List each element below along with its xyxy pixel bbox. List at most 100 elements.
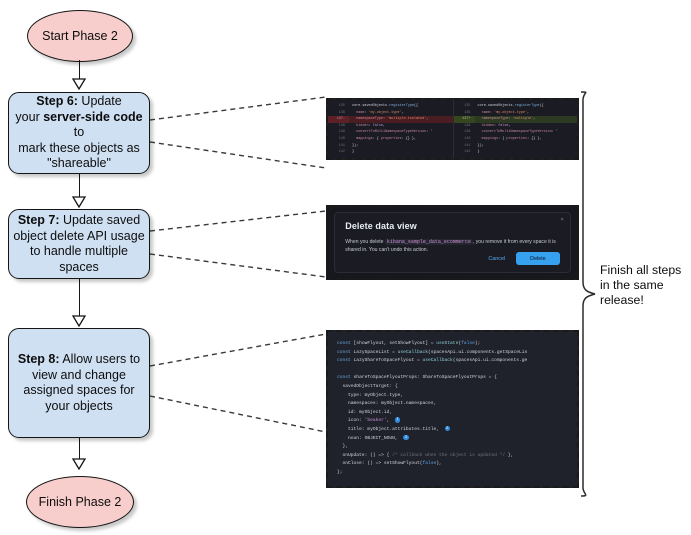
diff-line-code: convertToMultiNamespaceTypeVersion: ' (481, 130, 558, 135)
modal-actions: Cancel Delete (485, 252, 560, 266)
step-6-line4: "shareable" (47, 156, 111, 171)
diff-line-number: 138 (338, 123, 345, 128)
code-line: const LazySpaceList = useCallback(spaces… (337, 349, 528, 355)
step-8-line1: Allow users to (59, 352, 141, 366)
side-note: Finish all steps in the same release! (600, 263, 690, 308)
step-8-prefix: Step 8: (17, 352, 60, 366)
side-note-line1: Finish all steps (600, 263, 682, 277)
arrowhead-finish (72, 458, 86, 470)
arrowhead-step7 (72, 196, 86, 208)
step-7-text: Step 7: Update saved object delete API u… (13, 213, 145, 275)
diff-line-code: } (352, 150, 355, 155)
diff-line: 137+ namespaceType: 'multiple', (453, 116, 577, 123)
diff-line-code: hidden: false, (356, 123, 386, 128)
code-line: onUpdate: () => { /* callback when the o… (337, 452, 514, 458)
step-6-line1: Update (77, 94, 122, 109)
connector-step6-to-step7 (78, 174, 80, 204)
finish-terminator-label: Finish Phase 2 (38, 495, 122, 509)
step-8-line3: assigned spaces for (23, 383, 135, 397)
diff-line-number: 135 (464, 104, 471, 108)
diff-pane-right: 135 core.savedObjects.registerType({ 136 n… (452, 100, 578, 158)
code-line: }; (337, 469, 343, 475)
diff-line: 142} (328, 149, 453, 156)
code-line: const LazyShareToSpaceFlyout = useCallba… (337, 358, 528, 364)
diff-line-number: 137- (328, 116, 349, 123)
diff-line: 138 hidden: false, (454, 123, 578, 130)
diff-line-number: 141 (338, 143, 345, 148)
diff-line-number: 140 (464, 136, 471, 141)
side-note-line3: release! (600, 293, 644, 307)
step-6-box[interactable]: Step 6: Update your server-side code to … (8, 92, 150, 174)
step-7-line2: object delete API usage (13, 228, 145, 243)
arrowhead-step8 (72, 315, 86, 327)
code-line: const [showFlyout, setShowFlyout] = useS… (337, 341, 481, 346)
diff-line-number: 139 (338, 130, 345, 135)
diff-line-code: core.savedObjects.registerType({ (352, 104, 419, 108)
diff-line: 139 convertToMultiNamespaceTypeVersion: … (328, 129, 453, 136)
cancel-button[interactable]: Cancel (485, 254, 508, 264)
callout-lines-step7 (149, 210, 327, 278)
diff-line-number: 136 (464, 110, 471, 115)
step-7-line1: Update saved (59, 213, 141, 227)
step-8-box[interactable]: Step 8: Allow users to view and change a… (8, 328, 150, 438)
diff-line-code: namespaceType: 'multiple', (481, 117, 536, 122)
step-6-line3: mark these objects as (18, 140, 140, 155)
diff-line-code: core.savedObjects.registerType({ (477, 104, 544, 108)
diff-line-code: }); (477, 143, 484, 148)
code-line: namespaces: myObject.namespaces, (337, 401, 437, 407)
diff-line-code: namespaceType: 'multiple-isolated', (356, 117, 429, 122)
code-line: onClose: () => setShowFlyout(false), (337, 461, 442, 467)
delete-data-view-modal: × Delete data view When you delete kiban… (334, 211, 571, 274)
step-7-line3: to handle multiple spaces (30, 244, 128, 274)
step-7-prefix: Step 7: (17, 213, 60, 227)
connector-step8-to-finish (78, 438, 80, 466)
modal-body-code: kibana_sample_data_ecommerce (384, 238, 473, 245)
diff-line-number: 139 (464, 130, 471, 135)
diff-line-code: name: 'my-object-type', (481, 110, 530, 115)
screenshot-share-to-space-code[interactable]: const [showFlyout, setShowFlyout] = useS… (326, 330, 579, 488)
step-6-line2a: your (15, 109, 44, 124)
callout-lines-step8 (149, 333, 327, 433)
diff-line: 135 core.savedObjects.registerType({ (454, 103, 578, 110)
code-line: }, (337, 444, 349, 450)
screenshot-delete-data-view[interactable]: × Delete data view When you delete kiban… (326, 205, 579, 280)
code-line: savedObjectTarget: { (337, 383, 398, 389)
delete-button[interactable]: Delete (516, 252, 560, 266)
diff-line-code: name: 'my-object-type', (356, 110, 404, 115)
close-icon[interactable]: × (560, 216, 564, 223)
step-8-line2: view and change (32, 367, 126, 382)
side-note-line2: in the same (600, 278, 664, 292)
step-6-line2c: to (73, 125, 85, 140)
diff-pane-left: 135 core.savedObjects.registerType({ 136 n… (328, 100, 453, 158)
diff-line-number: 135 (338, 104, 345, 108)
diff-line-number: 142 (338, 150, 345, 155)
callout-badge: 2 (444, 425, 451, 432)
step-7-box[interactable]: Step 7: Update saved object delete API u… (8, 209, 150, 279)
grouping-brace (580, 91, 596, 497)
step-8-line4: your objects (45, 398, 113, 413)
diff-line: 140 mappings: { properties: {} }, (454, 136, 578, 143)
connector-start-to-step6 (78, 60, 80, 87)
modal-body: When you delete kibana_sample_data_ecomm… (345, 238, 560, 254)
diff-line: 137- namespaceType: 'multiple-isolated', (328, 116, 453, 123)
code-block: const [showFlyout, setShowFlyout] = useS… (328, 332, 577, 486)
diff-line-code: hidden: false, (481, 123, 511, 128)
diff-line: 135 core.savedObjects.registerType({ (328, 103, 453, 110)
code-line: noun: OBJECT_NOUN, 3 (337, 434, 409, 441)
diff-line: 141}); (454, 143, 578, 150)
diff-line-number: 138 (464, 123, 471, 128)
diff-line: 142} (454, 149, 578, 156)
modal-body-before: When you delete (345, 238, 384, 245)
modal-body-after: , you remove it from every space it is s… (345, 238, 556, 253)
step-6-prefix: Step 6: (36, 94, 78, 109)
connector-step7-to-step8 (78, 279, 80, 323)
diff-line-number: 136 (338, 110, 345, 115)
diff-line: 136 name: 'my-object-type', (328, 110, 453, 117)
diff-line: 138 hidden: false, (328, 123, 453, 130)
diff-line-code: } (477, 150, 480, 155)
callout-badge: 1 (394, 417, 401, 423)
code-line: id: myObject.id, (337, 409, 393, 415)
screenshot-registertype-diff[interactable]: 135 core.savedObjects.registerType({ 136 n… (326, 98, 579, 160)
code-line: icon: 'beaker', 1 (337, 417, 401, 424)
